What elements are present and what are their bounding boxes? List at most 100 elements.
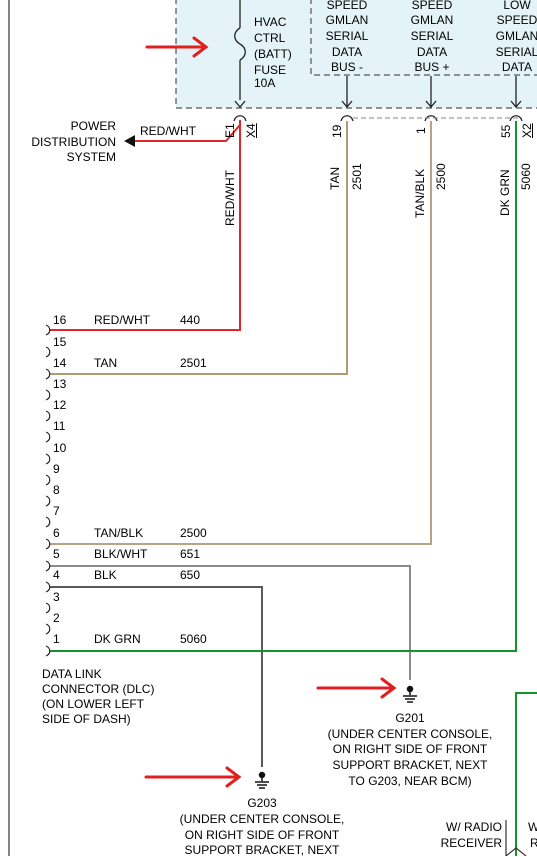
dlc-pin-terminals: [45, 324, 51, 657]
bus-label-line: SERIAL: [325, 29, 369, 43]
dlc-pin-number: 4: [53, 568, 60, 582]
dlc-pin-wire-color: TAN/BLK: [94, 526, 144, 540]
tan-blk-wire-label: TAN/BLK: [413, 168, 427, 218]
dlc-pin-number: 10: [53, 441, 67, 455]
bus-label-line: DATA: [501, 60, 533, 74]
bus-label-line: BUS -: [330, 60, 363, 74]
connector-pin-55: 55: [499, 124, 513, 138]
dk-grn-wire-circuit-label: 5060: [519, 163, 533, 190]
tan-blk-wire: [50, 121, 432, 545]
g201-desc-line: TO G203, NEAR BCM): [348, 774, 472, 788]
power-wire-color-label: RED/WHT: [140, 124, 196, 138]
dlc-pin-wire-color: BLK/WHT: [94, 547, 148, 561]
dlc-pin-circuit: 5060: [180, 632, 207, 646]
dlc-label-line: (ON LOWER LEFT: [42, 697, 145, 711]
dlc-pin-number: 9: [53, 462, 60, 476]
radio-grn-wire: [515, 692, 537, 856]
connector-bows: [233, 115, 523, 122]
dlc-label-line: DATA LINK: [42, 667, 102, 681]
module-terminals: [234, 76, 522, 109]
dlc-pin-circuit: 440: [180, 313, 201, 327]
annotation-arrow-g203: [144, 766, 242, 788]
tan-blk-wire-circuit-label: 2500: [434, 163, 448, 190]
bus-label-line: DATA: [331, 45, 363, 59]
dlc-pin-wire-color: DK GRN: [94, 632, 141, 646]
g203-desc-line: SUPPORT BRACKET, NEXT: [184, 843, 340, 857]
annotation-arrow-fuse: [145, 36, 209, 58]
connector-pin-1: 1: [414, 127, 428, 134]
fuse-label-line: 10A: [254, 76, 276, 90]
power-distribution-line: POWER: [70, 119, 116, 133]
dlc-pin-circuit: 2500: [180, 526, 207, 540]
dlc-pin-number: 12: [53, 398, 67, 412]
bus-label-line: SPEED: [411, 0, 453, 12]
g201-name: G201: [395, 711, 425, 725]
dlc-label-line: SIDE OF DASH): [42, 712, 131, 726]
g201-desc-line: ON RIGHT SIDE OF FRONT: [332, 742, 488, 756]
dlc-pin-wire-color: TAN: [94, 356, 118, 370]
bus-label-line: GMLAN: [410, 13, 454, 27]
red-wht-wire-label: RED/WHT: [223, 170, 237, 226]
radio-right-label-line: W: [528, 820, 537, 834]
tan-wire-label: TAN: [328, 166, 342, 190]
g201-desc-line: (UNDER CENTER CONSOLE,: [327, 727, 493, 741]
module-box: [175, 0, 537, 109]
g203-ground-symbol: [255, 771, 269, 789]
dlc-pin-number: 11: [53, 419, 66, 433]
dlc-pin-number: 3: [53, 590, 60, 604]
dlc-pin-wire-color: RED/WHT: [94, 313, 150, 327]
dlc-pin-number: 16: [53, 313, 67, 327]
radio-right-label-line: R: [530, 836, 537, 850]
connector-id-x2: X2: [520, 123, 534, 138]
bus-label-line: DATA: [416, 45, 448, 59]
bus-label-line: GMLAN: [325, 13, 369, 27]
fuse-label-line: (BATT): [254, 47, 292, 61]
power-distribution-line: SYSTEM: [66, 150, 116, 164]
dk-grn-wire: [50, 121, 517, 652]
dlc-pin-number: 5: [53, 547, 60, 561]
radio-receiver-box: [505, 820, 527, 856]
dlc-pin-number: 15: [53, 335, 67, 349]
power-distribution-arrowhead: [124, 135, 135, 147]
bus-label-line: BUS +: [414, 60, 450, 74]
bus-label-line: GMLAN: [495, 29, 537, 43]
dlc-pin-circuit: 650: [180, 568, 201, 582]
bus-label-line: SPEED: [326, 0, 368, 12]
bus-label-line: SERIAL: [495, 45, 537, 59]
dlc-pin-number: 13: [53, 377, 67, 391]
g201-ground-symbol: [403, 685, 417, 703]
fuse-label-line: CTRL: [254, 31, 286, 45]
dlc-pin-number: 14: [53, 356, 67, 370]
g201-desc-line: SUPPORT BRACKET, NEXT: [332, 758, 488, 772]
bus-label-line: SERIAL: [410, 29, 454, 43]
dlc-pin-number: 6: [53, 526, 60, 540]
power-distribution-line: DISTRIBUTION: [31, 135, 116, 149]
red-wire: [50, 120, 241, 331]
g203-desc-line: (UNDER CENTER CONSOLE,: [179, 812, 345, 826]
annotation-arrow-g201: [316, 677, 397, 699]
dlc-pin-number: 1: [53, 632, 60, 646]
bus-label-line: LOW: [503, 0, 531, 12]
fuse-label-line: FUSE: [254, 63, 287, 77]
connector-id-e1: E1: [223, 123, 237, 138]
dlc-pin-circuit: 2501: [180, 356, 207, 370]
blk-wht-wire: [50, 565, 411, 680]
tan-wire: [50, 121, 348, 375]
tan-wire-circuit-label: 2501: [350, 163, 364, 190]
connector-id-x4: X4: [244, 123, 258, 138]
fuse-symbol: [234, 0, 246, 100]
radio-label-line: W/ RADIO: [446, 820, 502, 834]
fuse-label-line: HVAC: [254, 15, 287, 29]
dlc-label-line: CONNECTOR (DLC): [42, 682, 155, 696]
dlc-pin-number: 2: [53, 611, 60, 625]
dlc-pin-circuit: 651: [180, 547, 201, 561]
radio-label-line: RECEIVER: [440, 836, 502, 850]
dlc-pin-wire-color: BLK: [94, 568, 117, 582]
dlc-pin-number: 8: [53, 483, 60, 497]
g203-name: G203: [247, 796, 277, 810]
dk-grn-wire-label: DK GRN: [498, 169, 512, 216]
connector-pin-19: 19: [330, 124, 344, 138]
blk-wire: [50, 586, 263, 767]
g203-desc-line: ON RIGHT SIDE OF FRONT: [184, 828, 340, 842]
